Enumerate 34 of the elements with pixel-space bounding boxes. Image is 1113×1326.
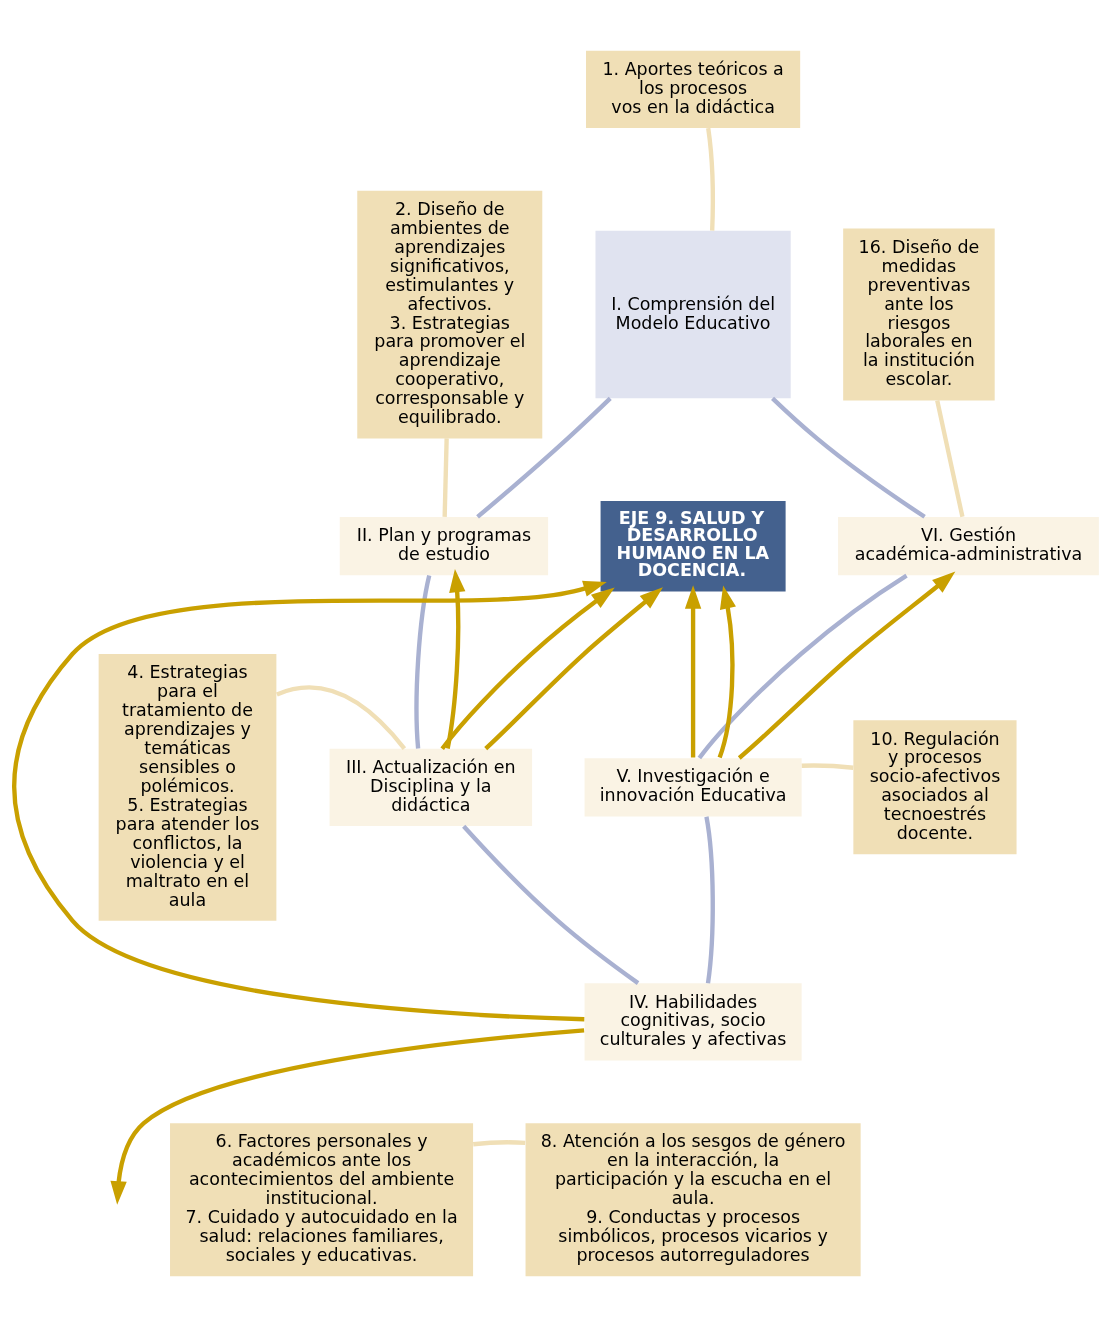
connector: [442, 437, 449, 517]
node-box: 16. Diseño de medidas preventivas ante los riesgos laborales en la institución escolar.: [843, 228, 995, 400]
connector: [706, 127, 715, 231]
connector: [414, 574, 432, 749]
node-box: V. Investigación e innovación Educativa: [584, 757, 802, 816]
arrow: [440, 587, 615, 750]
connector: [697, 573, 908, 759]
node-box: III. Actualización en Disciplina y la didáctica: [329, 748, 533, 826]
node-box: IV. Habilidades cognitivas, socio culturales y afectivas: [584, 982, 802, 1061]
connector: [801, 762, 854, 770]
node-box: 2. Diseño de ambientes de aprendizajes significativos, estimulantes y afectivos. 3. Estrategias para promover el aprendizaje cooperativo, corresponsable y equilibrado.: [357, 190, 543, 438]
connector: [935, 399, 965, 517]
arrow: [110, 1027, 585, 1205]
node-box: VI. Gestión académica-administrativa: [838, 516, 1099, 575]
node-box: 6. Factores personales y académicos ante los acontecimientos del ambiente institucional. 7. Cuidado y autocuidado en la salud: relaciones familiares, sociales y educativas.: [170, 1122, 474, 1276]
connector: [462, 824, 640, 985]
connector: [473, 1139, 526, 1146]
arrow: [484, 586, 663, 750]
arrow: [12, 580, 607, 1021]
node-box: 4. Estrategias para el tratamiento de aprendizajes y temáticas sensibles o polémicos. 5. Estrategias para atender los conflictos, la violencia y el maltrato en el aula: [98, 653, 277, 921]
arrow: [684, 584, 702, 758]
connector: [704, 815, 715, 983]
connector: [276, 684, 407, 750]
arrow: [717, 584, 736, 758]
node-box: 8. Atención a los sesgos de género en la interacción, la participación y la escucha en el aula. 9. Conductas y procesos simbólicos, procesos vicarios y procesos autorreguladores: [525, 1122, 861, 1276]
arrow: [445, 568, 466, 749]
node-box: II. Plan y programas de estudio: [339, 516, 549, 575]
node-box: 10. Regulación y procesos socio-afectivos asociados al tecnoestrés docente.: [853, 719, 1017, 854]
arrow: [737, 570, 956, 760]
node-box: EJE 9. SALUD Y DESARROLLO HUMANO EN LA DOCENCIA.: [600, 500, 786, 591]
node-box: 1. Aportes teóricos a los procesos vos en la didáctica: [586, 50, 801, 128]
connector: [476, 396, 612, 519]
connector: [771, 396, 926, 519]
node-box: I. Comprensión del Modelo Educativo: [595, 230, 791, 398]
